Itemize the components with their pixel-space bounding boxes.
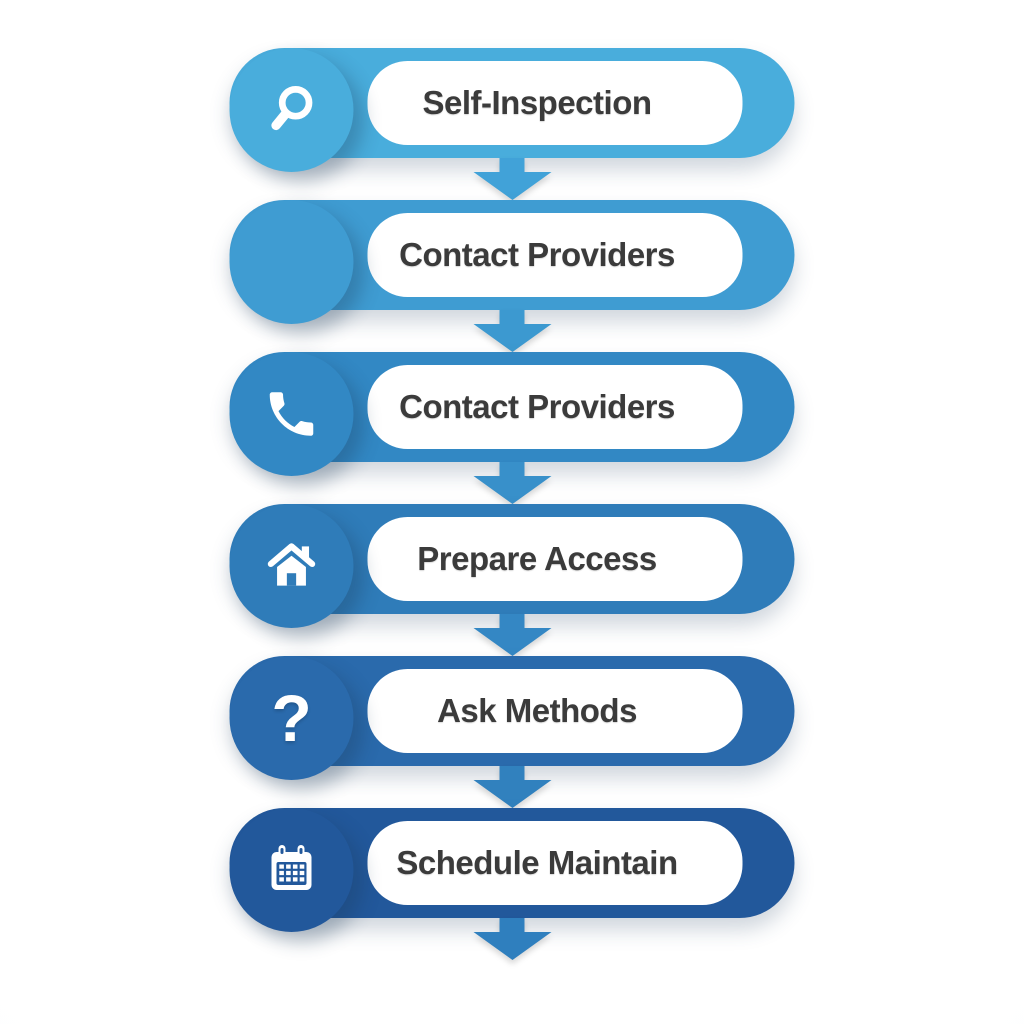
process-flow: Self-Inspection Contact Providers [229, 48, 795, 960]
step-label-6: Schedule Maintain [396, 844, 678, 881]
down-arrow-2 [230, 310, 795, 352]
step-icon-circle-5: ? [229, 656, 354, 780]
step-label-5: Ask Methods [437, 692, 637, 729]
step-label-box-2 [367, 213, 743, 297]
step-label-2: Contact Providers [399, 236, 675, 273]
down-arrow-4 [230, 614, 795, 656]
down-arrow-6 [230, 918, 795, 960]
arrow-stem [499, 310, 525, 324]
down-arrow-5 [230, 766, 795, 808]
down-arrow-3 [230, 462, 795, 504]
arrow-stem [499, 614, 525, 628]
step-label-box-4 [367, 517, 743, 601]
step-label-box-5 [367, 669, 743, 753]
step-pill-6: Schedule Maintain [229, 808, 795, 932]
step-pill-2: Contact Providers [229, 200, 795, 324]
step-icon-circle-2 [229, 200, 354, 324]
step-pill-5: Ask Methods ? [229, 656, 795, 780]
arrow-stem [499, 766, 525, 780]
step-pill-1: Self-Inspection [229, 48, 795, 172]
arrow-head [473, 780, 551, 808]
arrow-head [473, 628, 551, 656]
step-pill-3: Contact Providers [229, 352, 795, 476]
calendar-icon [271, 845, 312, 890]
step-icon-circle-1 [229, 48, 354, 172]
arrow-stem [499, 158, 525, 172]
home-icon [267, 543, 316, 586]
step-row-3: Contact Providers [229, 352, 795, 504]
phone-icon [269, 392, 314, 436]
step-icon-circle-3 [229, 352, 354, 476]
step-row-2: Contact Providers [229, 200, 795, 352]
step-icon-circle-4 [229, 504, 354, 628]
step-label-box-6 [367, 821, 743, 905]
arrow-head [473, 324, 551, 352]
arrow-head [473, 172, 551, 200]
step-label-box-1 [367, 61, 743, 145]
step-label-3: Contact Providers [399, 388, 675, 425]
step-pill-4: Prepare Access [229, 504, 795, 628]
arrow-stem [499, 918, 525, 932]
step-label-4: Prepare Access [417, 540, 657, 577]
step-row-6: Schedule Maintain [229, 808, 795, 960]
arrow-stem [499, 462, 525, 476]
step-row-4: Prepare Access [229, 504, 795, 656]
step-label-box-3 [367, 365, 743, 449]
magnifier-icon [271, 86, 313, 131]
step-row-1: Self-Inspection [229, 48, 795, 200]
step-row-5: Ask Methods ? [229, 656, 795, 808]
step-label-1: Self-Inspection [422, 84, 652, 121]
question-mark-icon: ? [271, 681, 312, 755]
arrow-head [473, 932, 551, 960]
step-icon-circle-6 [229, 808, 354, 932]
arrow-head [473, 476, 551, 504]
down-arrow-1 [230, 158, 795, 200]
